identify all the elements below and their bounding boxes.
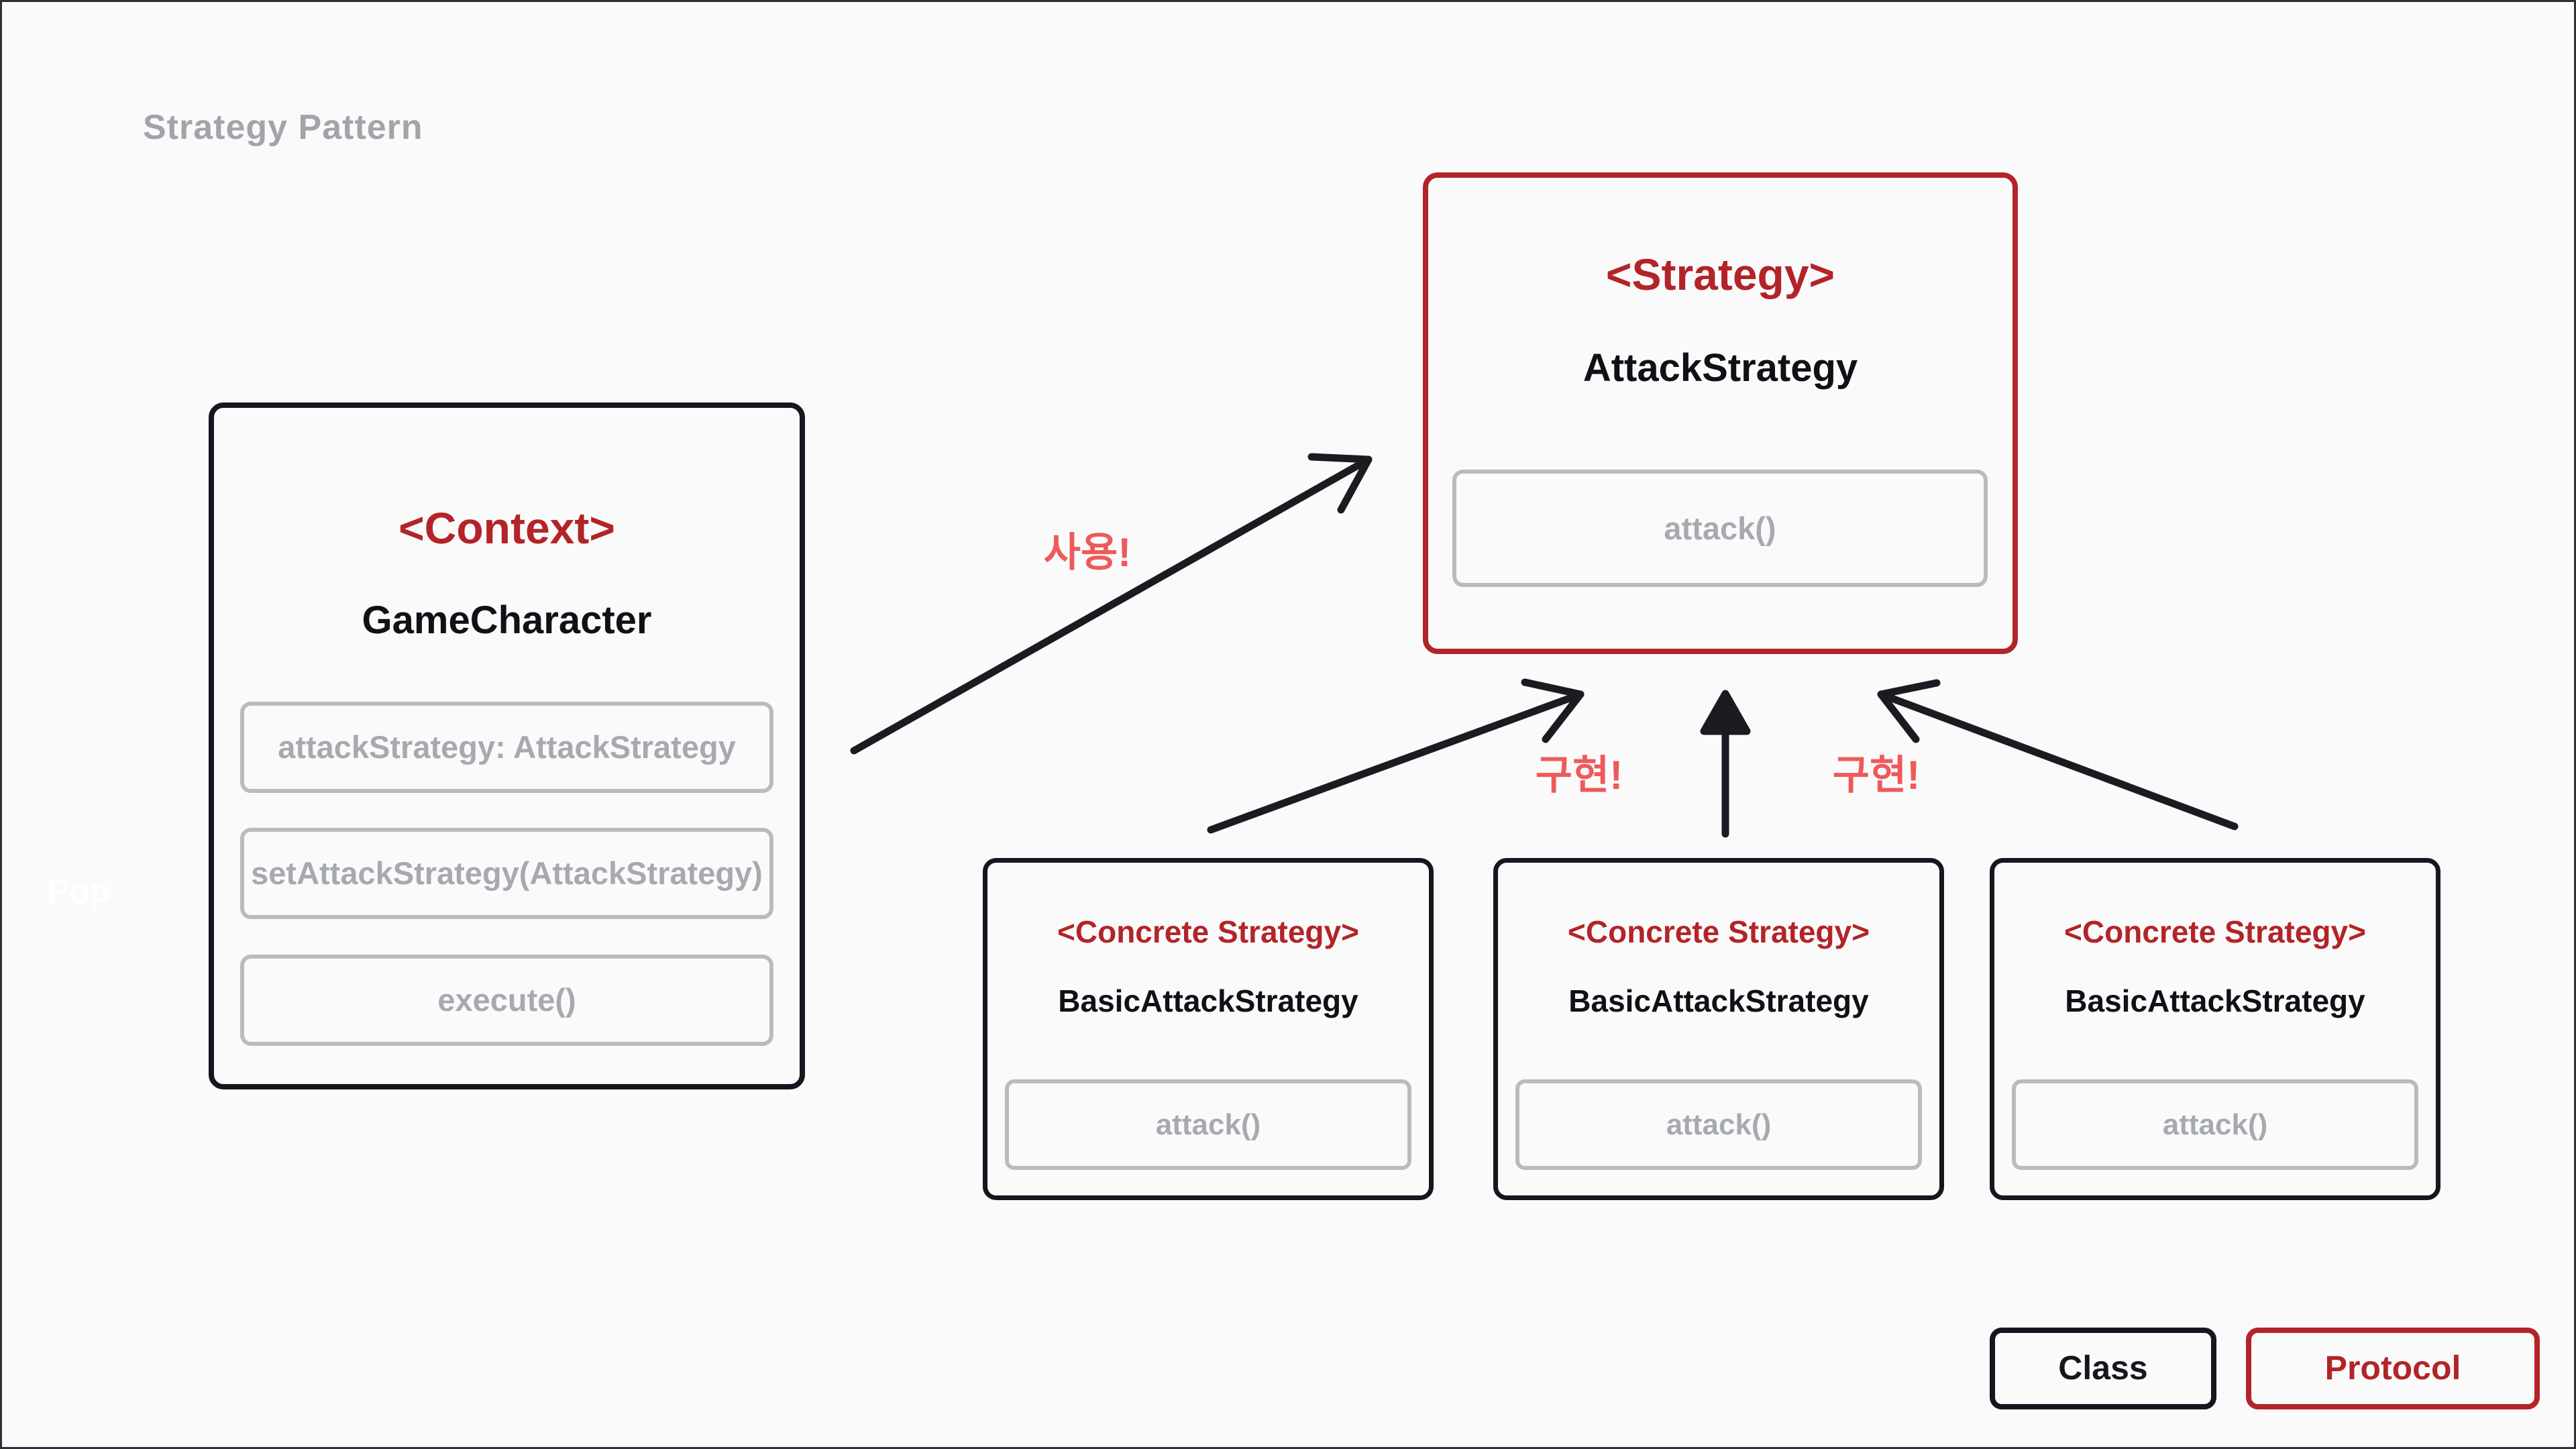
legend-protocol-chip: Protocol (2246, 1328, 2540, 1409)
strategy-name: AttackStrategy (1582, 346, 1858, 390)
concrete-member-attack: attack() (1515, 1079, 1922, 1170)
concrete-class-name: BasicAttackStrategy (1568, 983, 1869, 1018)
use-arrow (850, 453, 1373, 755)
concrete-class-name: BasicAttackStrategy (2065, 983, 2365, 1018)
implement-arrow-label-right: 구현! (1832, 753, 1921, 798)
implement-arrow-right (1877, 679, 2239, 830)
concrete-strategy-box-2: <Concrete Strategy> BasicAttackStrategy … (1493, 858, 1944, 1200)
use-arrow-label: 사용! (1043, 530, 1132, 575)
concrete-stereotype: <Concrete Strategy> (2064, 914, 2366, 949)
context-stereotype: <Context> (398, 503, 615, 553)
concrete-member-attack: attack() (1005, 1079, 1411, 1170)
implement-arrow-middle (1700, 690, 1751, 838)
strategy-protocol-box: <Strategy> AttackStrategy attack() (1423, 172, 2018, 654)
implement-arrow-left (1207, 678, 1585, 834)
watermark-text: Pop (47, 873, 111, 910)
context-member-execute: execute() (240, 955, 773, 1046)
concrete-strategy-box-1: <Concrete Strategy> BasicAttackStrategy … (983, 858, 1434, 1200)
legend-class-chip: Class (1990, 1328, 2216, 1409)
concrete-stereotype: <Concrete Strategy> (1057, 914, 1359, 949)
concrete-stereotype: <Concrete Strategy> (1568, 914, 1870, 949)
concrete-strategy-box-3: <Concrete Strategy> BasicAttackStrategy … (1990, 858, 2440, 1200)
strategy-member-attack: attack() (1452, 470, 1988, 587)
context-class-box: <Context> GameCharacter attackStrategy: … (209, 402, 805, 1089)
context-class-name: GameCharacter (362, 598, 652, 642)
implement-arrow-label-left: 구현! (1535, 753, 1623, 798)
context-member-setattackstrategy: setAttackStrategy(AttackStrategy) (240, 828, 773, 919)
concrete-class-name: BasicAttackStrategy (1058, 983, 1358, 1018)
context-member-attackstrategy: attackStrategy: AttackStrategy (240, 702, 773, 793)
page-title: Strategy Pattern (143, 108, 423, 147)
concrete-member-attack: attack() (2012, 1079, 2418, 1170)
strategy-stereotype: <Strategy> (1605, 250, 1835, 299)
